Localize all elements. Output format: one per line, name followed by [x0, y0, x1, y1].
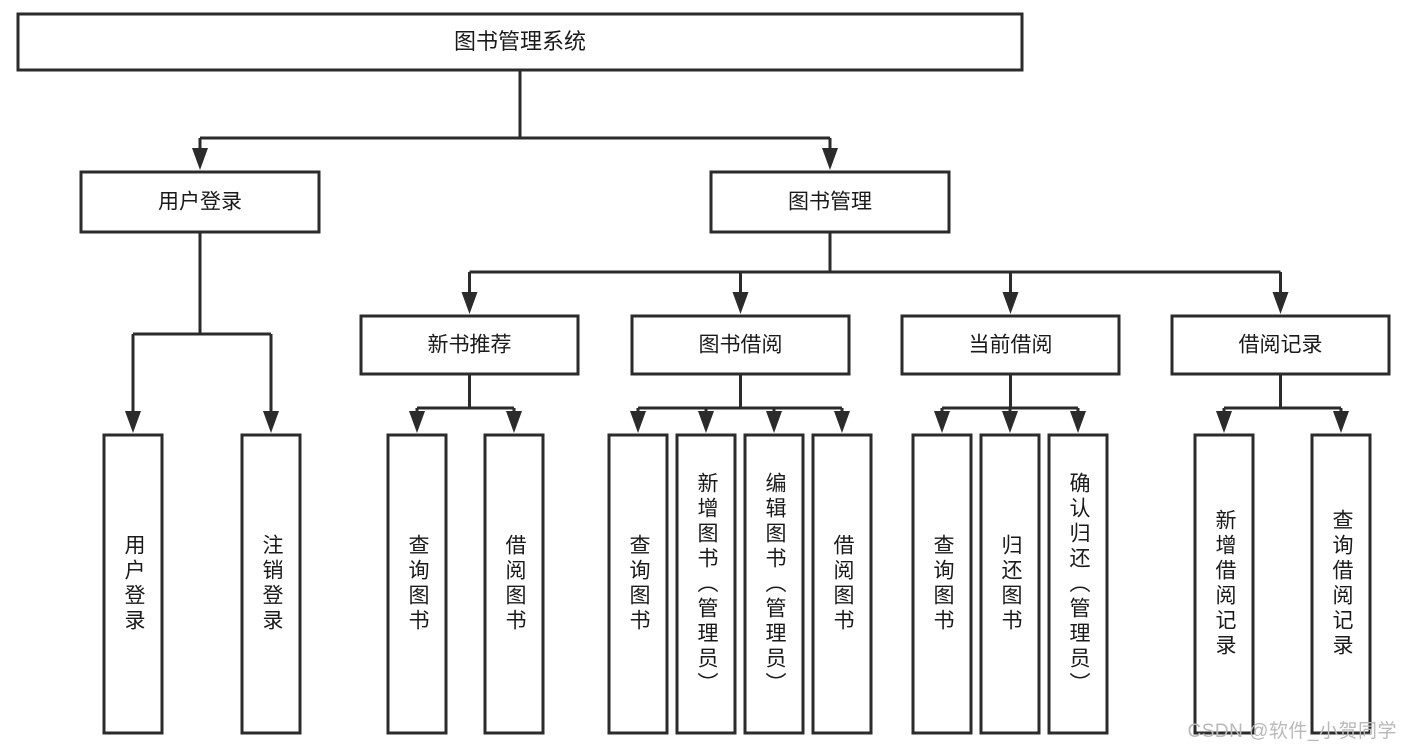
node-root[interactable]: 图书管理系统 [16, 12, 1024, 72]
arrow-head-icon-leaf-add-book-admin [698, 411, 714, 433]
arrow-head-icon-leaf-query-book-3 [934, 411, 950, 433]
node-label-wrap-leaf-return-book: 归还图书 [999, 534, 1023, 634]
node-box-book-manage [709, 170, 951, 234]
node-label-wrap-leaf-user-logout: 注销登录 [260, 534, 284, 634]
arrow-head-icon-leaf-borrow-book-1 [506, 411, 522, 433]
node-label-current-borrow: 当前借阅 [969, 334, 1053, 357]
node-label-wrap-leaf-borrow-book-2: 借阅图书 [831, 534, 855, 634]
node-box-leaf-borrow-book-2 [811, 433, 873, 735]
node-label-leaf-confirm-return-admin: 确认归还（管理员） [1067, 471, 1091, 697]
arrow-head-icon-leaf-user-login [125, 411, 141, 433]
node-leaf-query-book-3[interactable]: 查询图书 [911, 433, 973, 735]
node-book-manage[interactable]: 图书管理 [709, 170, 951, 234]
node-label-leaf-query-borrow-record: 查询借阅记录 [1330, 509, 1354, 659]
node-label-leaf-add-book-admin: 新增图书（管理员） [695, 471, 719, 697]
arrow-head-icon-leaf-query-book-1 [409, 411, 425, 433]
node-label-wrap-leaf-confirm-return-admin: 确认归还（管理员） [1067, 471, 1091, 697]
arrow-head-icon-book-manage [822, 148, 838, 170]
arrow-head-icon-leaf-user-logout [263, 411, 279, 433]
arrow-head-icon-leaf-add-borrow-record [1216, 411, 1232, 433]
node-label-leaf-borrow-book-1: 借阅图书 [503, 534, 527, 634]
node-box-leaf-query-book-1 [386, 433, 448, 735]
node-box-current-borrow [900, 314, 1121, 376]
node-label-user-login: 用户登录 [158, 191, 242, 214]
node-box-leaf-add-borrow-record [1193, 433, 1255, 735]
node-box-leaf-query-book-3 [911, 433, 973, 735]
arrow-head-icon-leaf-confirm-return-admin [1070, 411, 1086, 433]
node-label-book-manage: 图书管理 [788, 191, 872, 214]
node-leaf-user-login[interactable]: 用户登录 [102, 433, 164, 735]
node-label-leaf-query-book-2: 查询图书 [627, 534, 651, 634]
node-user-login[interactable]: 用户登录 [79, 170, 321, 234]
arrow-head-icon-leaf-edit-book-admin [766, 411, 782, 433]
arrow-head-icon-leaf-borrow-book-2 [834, 411, 850, 433]
node-box-leaf-return-book [979, 433, 1041, 735]
node-label-leaf-query-book-3: 查询图书 [931, 534, 955, 634]
node-box-leaf-query-book-2 [607, 433, 669, 735]
node-new-book-recommend[interactable]: 新书推荐 [359, 314, 580, 376]
node-box-leaf-add-book-admin [675, 433, 737, 735]
node-box-leaf-user-login [102, 433, 164, 735]
node-label-wrap-leaf-query-book-3: 查询图书 [931, 534, 955, 634]
node-box-root [16, 12, 1024, 72]
node-label-leaf-borrow-book-2: 借阅图书 [831, 534, 855, 634]
node-label-root: 图书管理系统 [454, 29, 586, 54]
connector-lines [125, 70, 1349, 433]
node-leaf-confirm-return-admin[interactable]: 确认归还（管理员） [1047, 433, 1109, 735]
arrow-head-icon-leaf-return-book [1002, 411, 1018, 433]
node-label-leaf-query-book-1: 查询图书 [406, 534, 430, 634]
node-label-borrow-record: 借阅记录 [1239, 334, 1323, 357]
node-book-borrow[interactable]: 图书借阅 [630, 314, 851, 376]
node-label-new-book-recommend: 新书推荐 [428, 334, 512, 357]
node-leaf-borrow-book-2[interactable]: 借阅图书 [811, 433, 873, 735]
arrow-head-icon-leaf-query-book-2 [630, 411, 646, 433]
node-borrow-record[interactable]: 借阅记录 [1170, 314, 1391, 376]
arrow-head-icon-leaf-query-borrow-record [1333, 411, 1349, 433]
node-label-book-borrow: 图书借阅 [699, 334, 783, 357]
node-label-leaf-add-borrow-record: 新增借阅记录 [1213, 509, 1237, 659]
node-label-wrap-leaf-user-login: 用户登录 [122, 534, 146, 634]
node-box-leaf-confirm-return-admin [1047, 433, 1109, 735]
node-boxes: 图书管理系统用户登录图书管理用户登录注销登录新书推荐图书借阅当前借阅借阅记录查询… [16, 12, 1391, 735]
node-label-wrap-leaf-query-book-1: 查询图书 [406, 534, 430, 634]
arrow-head-icon-borrow-record [1272, 292, 1289, 314]
node-label-wrap-leaf-borrow-book-1: 借阅图书 [503, 534, 527, 634]
node-box-user-login [79, 170, 321, 234]
node-box-borrow-record [1170, 314, 1391, 376]
node-label-wrap-leaf-add-book-admin: 新增图书（管理员） [695, 471, 719, 697]
node-label-wrap-leaf-query-borrow-record: 查询借阅记录 [1330, 509, 1354, 659]
node-box-new-book-recommend [359, 314, 580, 376]
node-current-borrow[interactable]: 当前借阅 [900, 314, 1121, 376]
node-box-leaf-query-borrow-record [1310, 433, 1372, 735]
node-box-book-borrow [630, 314, 851, 376]
node-label-wrap-leaf-edit-book-admin: 编辑图书（管理员） [763, 471, 787, 697]
node-leaf-user-logout[interactable]: 注销登录 [240, 433, 302, 735]
node-box-leaf-user-logout [240, 433, 302, 735]
node-leaf-query-book-2[interactable]: 查询图书 [607, 433, 669, 735]
node-leaf-edit-book-admin[interactable]: 编辑图书（管理员） [743, 433, 805, 735]
arrow-head-icon-user-login [192, 148, 208, 170]
node-box-leaf-borrow-book-1 [483, 433, 545, 735]
node-leaf-borrow-book-1[interactable]: 借阅图书 [483, 433, 545, 735]
node-leaf-add-borrow-record[interactable]: 新增借阅记录 [1193, 433, 1255, 735]
node-box-leaf-edit-book-admin [743, 433, 805, 735]
arrow-head-icon-current-borrow [1002, 292, 1019, 314]
node-label-leaf-edit-book-admin: 编辑图书（管理员） [763, 471, 787, 697]
arrow-head-icon-new-book-recommend [461, 292, 478, 314]
node-label-leaf-return-book: 归还图书 [999, 534, 1023, 634]
node-leaf-query-book-1[interactable]: 查询图书 [386, 433, 448, 735]
node-label-wrap-leaf-query-book-2: 查询图书 [627, 534, 651, 634]
node-leaf-add-book-admin[interactable]: 新增图书（管理员） [675, 433, 737, 735]
node-leaf-return-book[interactable]: 归还图书 [979, 433, 1041, 735]
node-label-wrap-leaf-add-borrow-record: 新增借阅记录 [1213, 509, 1237, 659]
node-label-leaf-user-login: 用户登录 [122, 534, 146, 634]
node-label-leaf-user-logout: 注销登录 [260, 534, 284, 634]
arrow-head-icon-book-borrow [732, 292, 749, 314]
node-leaf-query-borrow-record[interactable]: 查询借阅记录 [1310, 433, 1372, 735]
